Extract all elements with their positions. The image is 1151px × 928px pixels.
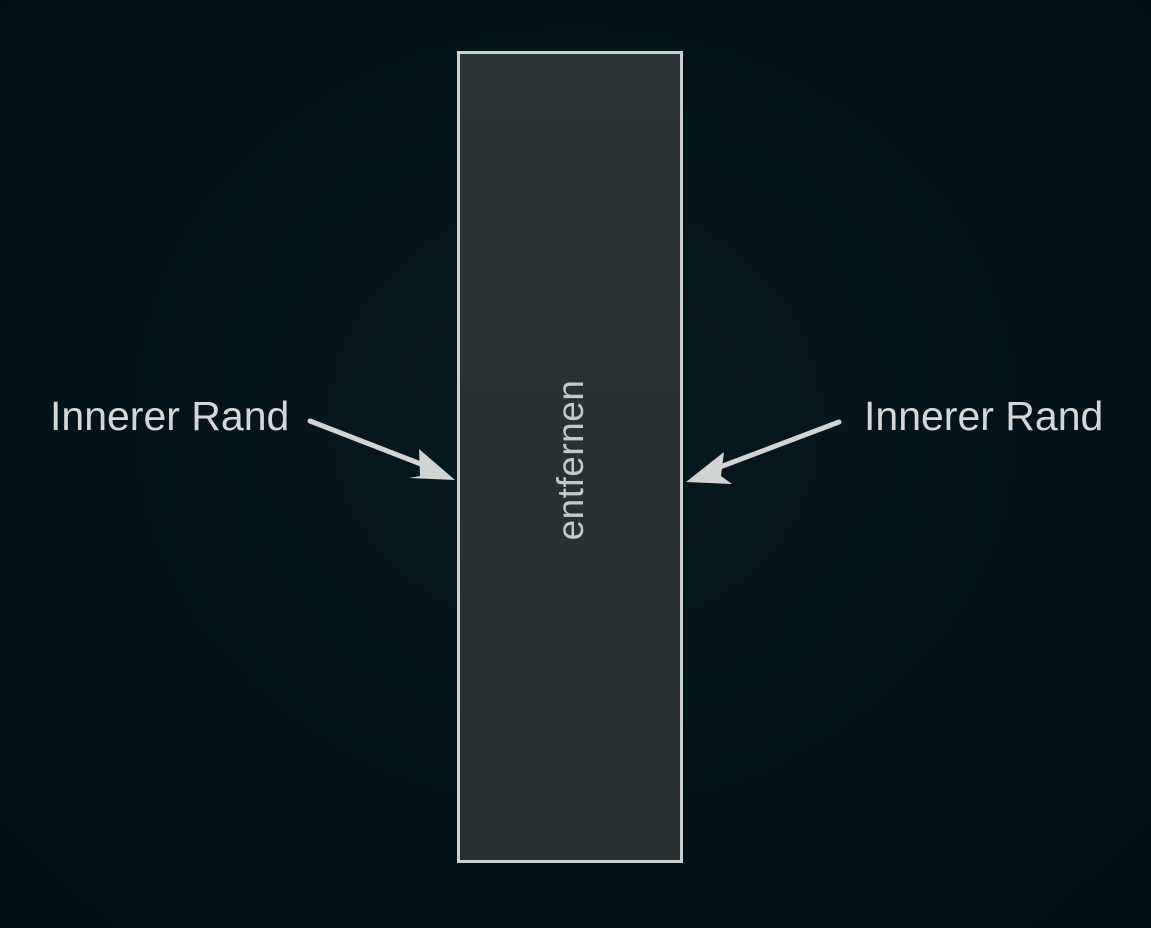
arrow-left-icon [307,418,455,480]
inner-panel [457,51,683,863]
arrow-right-icon [686,419,842,484]
callout-label-left: Innerer Rand [50,393,290,439]
callout-label-right: Innerer Rand [864,393,1104,439]
